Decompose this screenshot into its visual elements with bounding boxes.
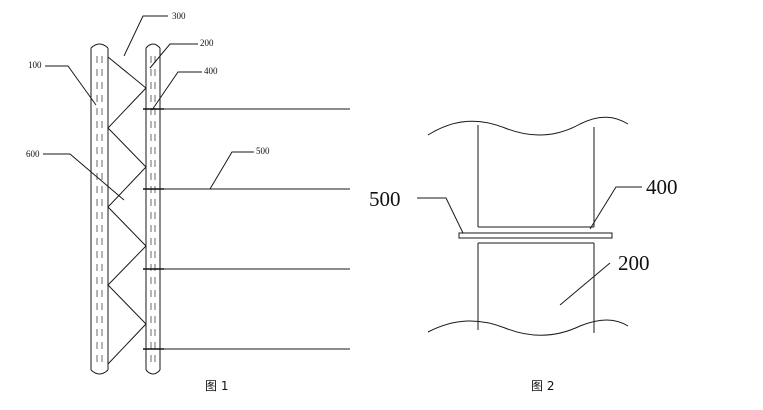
break-line-top bbox=[427, 116, 629, 136]
label-400: 400 bbox=[204, 66, 218, 76]
figure-2: 500 400 200 图 2 bbox=[369, 116, 678, 393]
beams bbox=[143, 108, 350, 350]
pipe-100 bbox=[90, 43, 109, 375]
truss-web bbox=[107, 56, 147, 365]
fig1-leaders bbox=[43, 15, 254, 201]
break-line-bottom bbox=[427, 319, 629, 336]
joint-plate bbox=[458, 232, 613, 239]
figure-1-caption: 图 1 bbox=[205, 379, 228, 393]
lower-pipe-segment bbox=[477, 242, 595, 333]
label-400-fig2: 400 bbox=[646, 175, 678, 199]
label-500: 500 bbox=[256, 146, 270, 156]
label-600: 600 bbox=[26, 149, 40, 159]
figure-1: 300 200 400 100 600 500 图 1 bbox=[26, 11, 350, 393]
figure-2-caption: 图 2 bbox=[531, 379, 554, 393]
label-200-fig2: 200 bbox=[618, 251, 650, 275]
label-100: 100 bbox=[28, 60, 42, 70]
label-500-fig2: 500 bbox=[369, 187, 401, 211]
upper-pipe-segment bbox=[477, 125, 595, 228]
pipe-200 bbox=[145, 43, 161, 375]
label-200: 200 bbox=[200, 38, 214, 48]
fig2-leaders bbox=[417, 186, 642, 306]
label-300: 300 bbox=[172, 11, 186, 21]
